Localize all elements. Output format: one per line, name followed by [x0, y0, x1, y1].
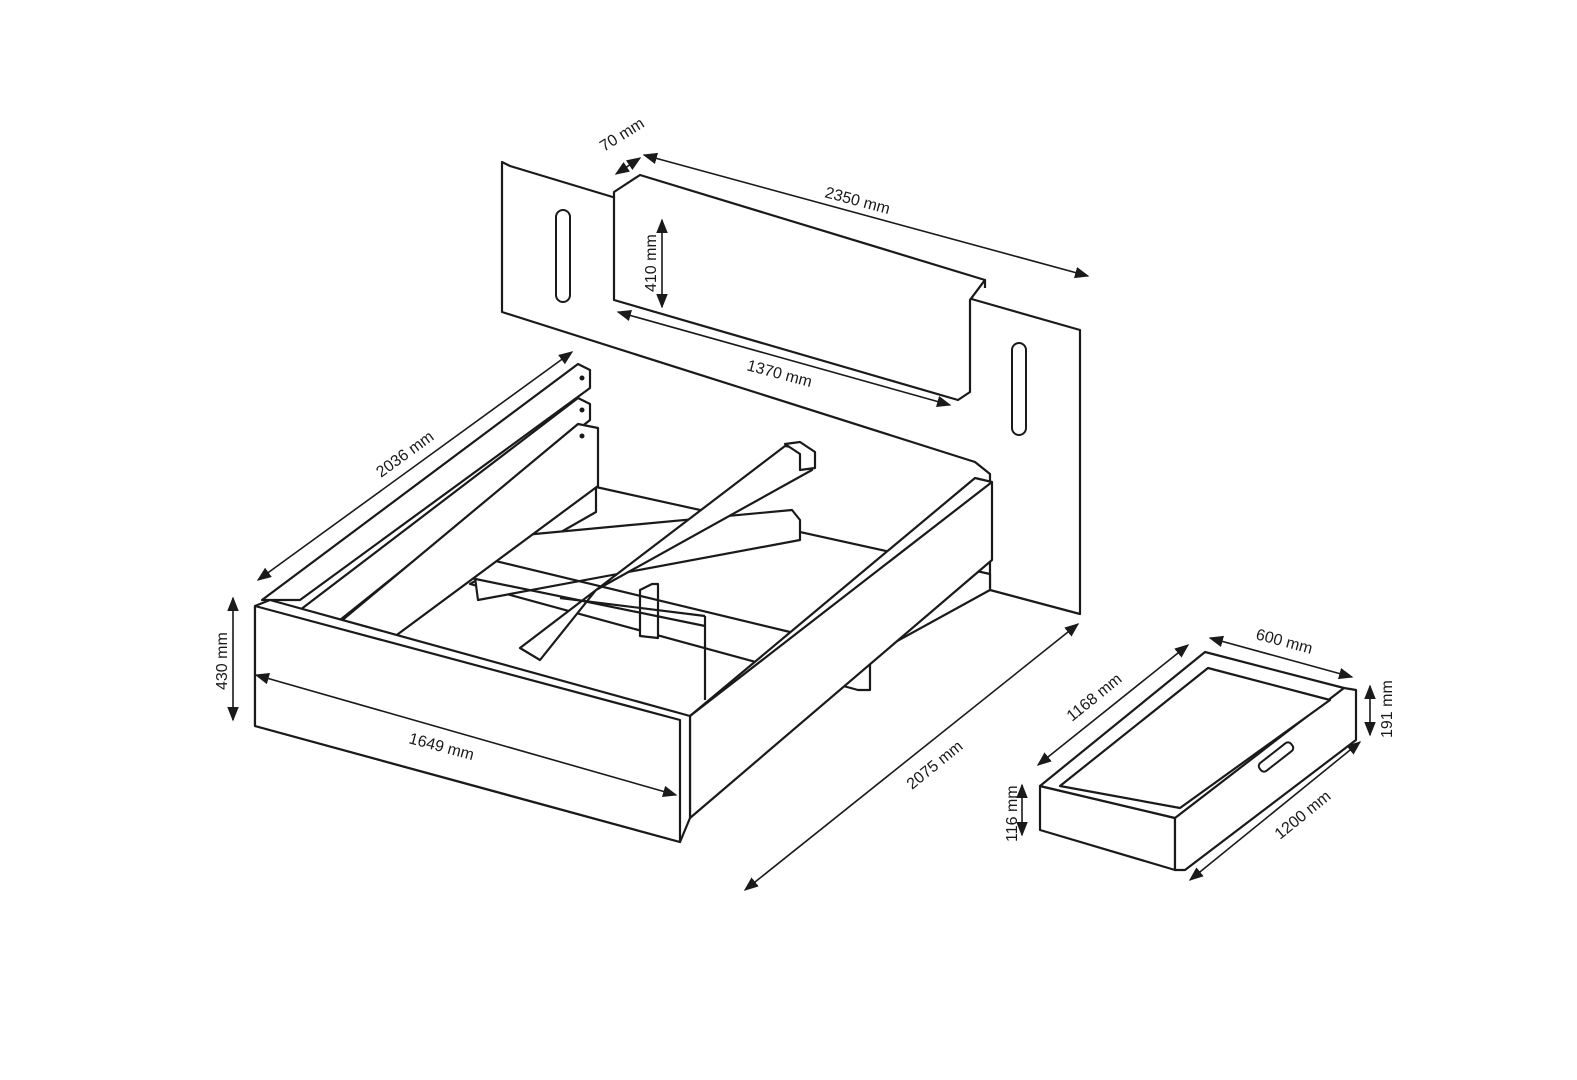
center-leg — [638, 582, 660, 640]
label-bed-length: 2075 mm — [904, 738, 967, 793]
drawer — [1038, 650, 1358, 872]
label-cushion-height: 410 mm — [643, 234, 660, 292]
label-bed-height: 430 mm — [214, 632, 231, 690]
dimension-lines — [227, 152, 1376, 891]
headboard-slot-right — [1011, 342, 1027, 436]
label-drawer-front-height: 116 mm — [1004, 785, 1021, 842]
label-drawer-back-height: 191 mm — [1379, 680, 1396, 738]
headboard-slot-left — [555, 209, 571, 303]
label-drawer-depth: 1168 mm — [1064, 671, 1126, 725]
bed-frame — [253, 362, 994, 844]
center-long-beam — [518, 444, 814, 662]
label-headboard-thickness: 70 mm — [597, 115, 647, 155]
